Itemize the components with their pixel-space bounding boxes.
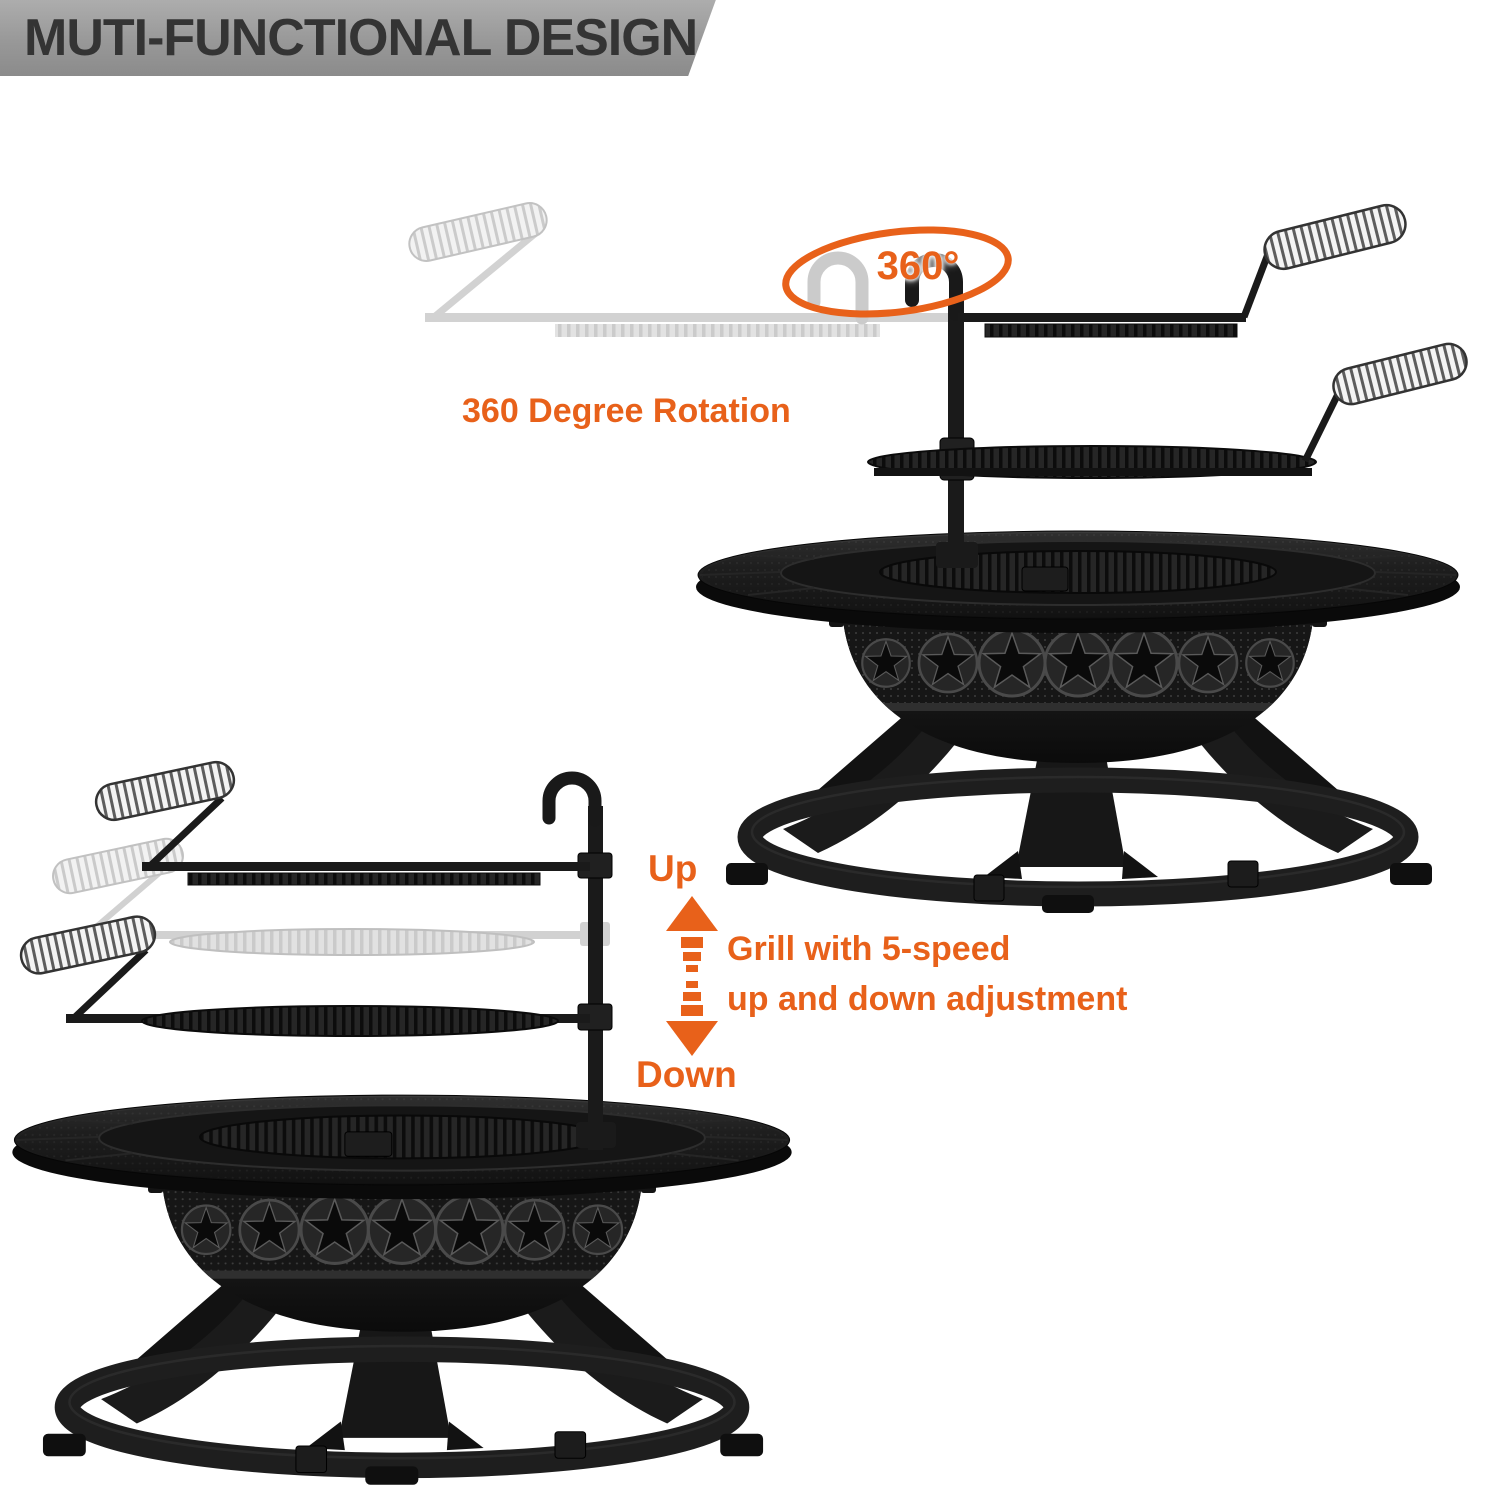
lower-grill-grate [19, 915, 613, 1037]
lower-grill-grate [867, 342, 1468, 481]
spring-handle [1263, 203, 1407, 271]
ghost-swivel-arm [408, 202, 960, 337]
swivel-pole [588, 806, 603, 1150]
adjustment-label-line1: Grill with 5-speed [727, 930, 1011, 968]
figure-fire-pit-height [12, 760, 791, 1485]
swivel-pole [948, 300, 964, 556]
adjustment-label: Grill with 5-speed up and down adjustmen… [727, 924, 1127, 1024]
ghost-spring-handle [52, 837, 184, 895]
spring-handle [94, 760, 236, 822]
figure-fire-pit-rotation [408, 202, 1470, 913]
down-label: Down [636, 1054, 737, 1095]
spring-handle [19, 915, 157, 975]
ghost-spring-handle [408, 202, 548, 262]
top-swivel-arm [958, 203, 1407, 338]
ghost-swivel-arm [52, 837, 610, 956]
up-label: Up [648, 848, 698, 889]
rotation-label: 360 Degree Rotation [462, 392, 791, 430]
rotation-ellipse [782, 226, 1012, 318]
top-swivel-arm [94, 760, 613, 886]
spring-handle [1332, 342, 1468, 406]
rotation-degree-badge: 360° [876, 244, 960, 288]
up-down-arrow-icon [666, 896, 718, 1056]
page-title: MUTI-FUNCTIONAL DESIGN [24, 9, 698, 67]
adjustment-label-line2: up and down adjustment [727, 980, 1128, 1018]
